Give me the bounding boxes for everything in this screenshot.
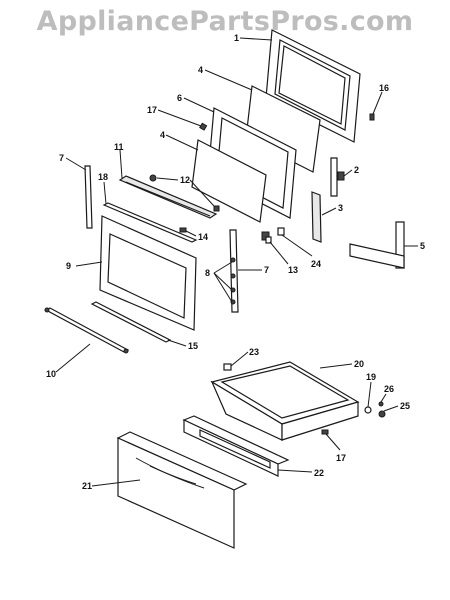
part-25[interactable] [378, 410, 386, 418]
callout-9: 9 [66, 261, 71, 271]
part-bottom-trim-15[interactable] [90, 301, 172, 343]
part-latch-13[interactable] [261, 231, 272, 244]
part-glide-23[interactable] [223, 363, 232, 371]
part-19[interactable] [364, 406, 372, 414]
callout-1: 1 [234, 33, 239, 43]
callout-3: 3 [338, 203, 343, 213]
callout-22: 22 [314, 468, 324, 478]
callout-25: 25 [400, 401, 410, 411]
callout-23: 23 [249, 347, 259, 357]
callout-8: 8 [205, 268, 210, 278]
callout-26: 26 [384, 384, 394, 394]
part-drawer-panel-22[interactable] [182, 415, 290, 477]
part-long-trim-18[interactable] [102, 202, 198, 243]
callout-11: 11 [114, 142, 124, 152]
callout-2: 2 [354, 165, 359, 175]
callout-18: 18 [98, 172, 108, 182]
callout-17-upper: 17 [147, 105, 157, 115]
part-oven-door-9[interactable] [99, 215, 197, 331]
part-handle-rod-10[interactable] [44, 307, 130, 354]
callout-20: 20 [354, 359, 364, 369]
callout-21: 21 [82, 481, 92, 491]
part-drawer-20[interactable] [210, 361, 360, 441]
part-vent-trim[interactable] [118, 175, 218, 219]
part-clip-17-lower[interactable] [321, 429, 329, 435]
part-door-glass-upper[interactable] [245, 85, 321, 173]
callout-12: 12 [180, 175, 190, 185]
part-latch-24[interactable] [277, 227, 285, 236]
part-hinge-strip-7-right[interactable] [229, 229, 239, 313]
watermark: AppliancePartsPros.com [36, 6, 414, 37]
callout-7-left: 7 [59, 153, 64, 163]
part-clip-12b[interactable] [213, 205, 220, 212]
callout-labels: 1 4 16 6 17 4 7 11 12 2 18 3 14 5 9 8 7 … [46, 33, 425, 491]
leader-lines [55, 37, 418, 487]
callout-17-lower: 17 [336, 453, 346, 463]
part-l-bracket-5[interactable] [349, 221, 405, 269]
part-clip-14[interactable] [179, 227, 187, 233]
callout-7-right: 7 [264, 265, 269, 275]
callout-6: 6 [177, 93, 182, 103]
part-screw-16[interactable] [369, 113, 375, 121]
callout-5: 5 [420, 241, 425, 251]
part-outer-door-frame[interactable] [265, 29, 361, 143]
part-bracket-2[interactable] [330, 157, 345, 197]
part-door-glass-lower[interactable] [191, 139, 267, 223]
part-clip-17-upper[interactable] [199, 122, 208, 131]
part-26[interactable] [378, 401, 384, 407]
callout-15: 15 [188, 341, 198, 351]
part-side-strip-left[interactable] [84, 165, 93, 229]
callout-19: 19 [366, 372, 376, 382]
callout-4-upper: 4 [198, 65, 203, 75]
callout-14: 14 [198, 232, 208, 242]
callout-10: 10 [46, 369, 56, 379]
callout-16: 16 [379, 83, 389, 93]
part-clip-12a[interactable] [149, 174, 157, 182]
callout-13: 13 [288, 265, 298, 275]
callout-4-lower: 4 [160, 130, 165, 140]
callout-24: 24 [311, 259, 321, 269]
part-drawer-front-21[interactable] [116, 431, 248, 549]
part-vertical-strip-3[interactable] [311, 191, 322, 243]
